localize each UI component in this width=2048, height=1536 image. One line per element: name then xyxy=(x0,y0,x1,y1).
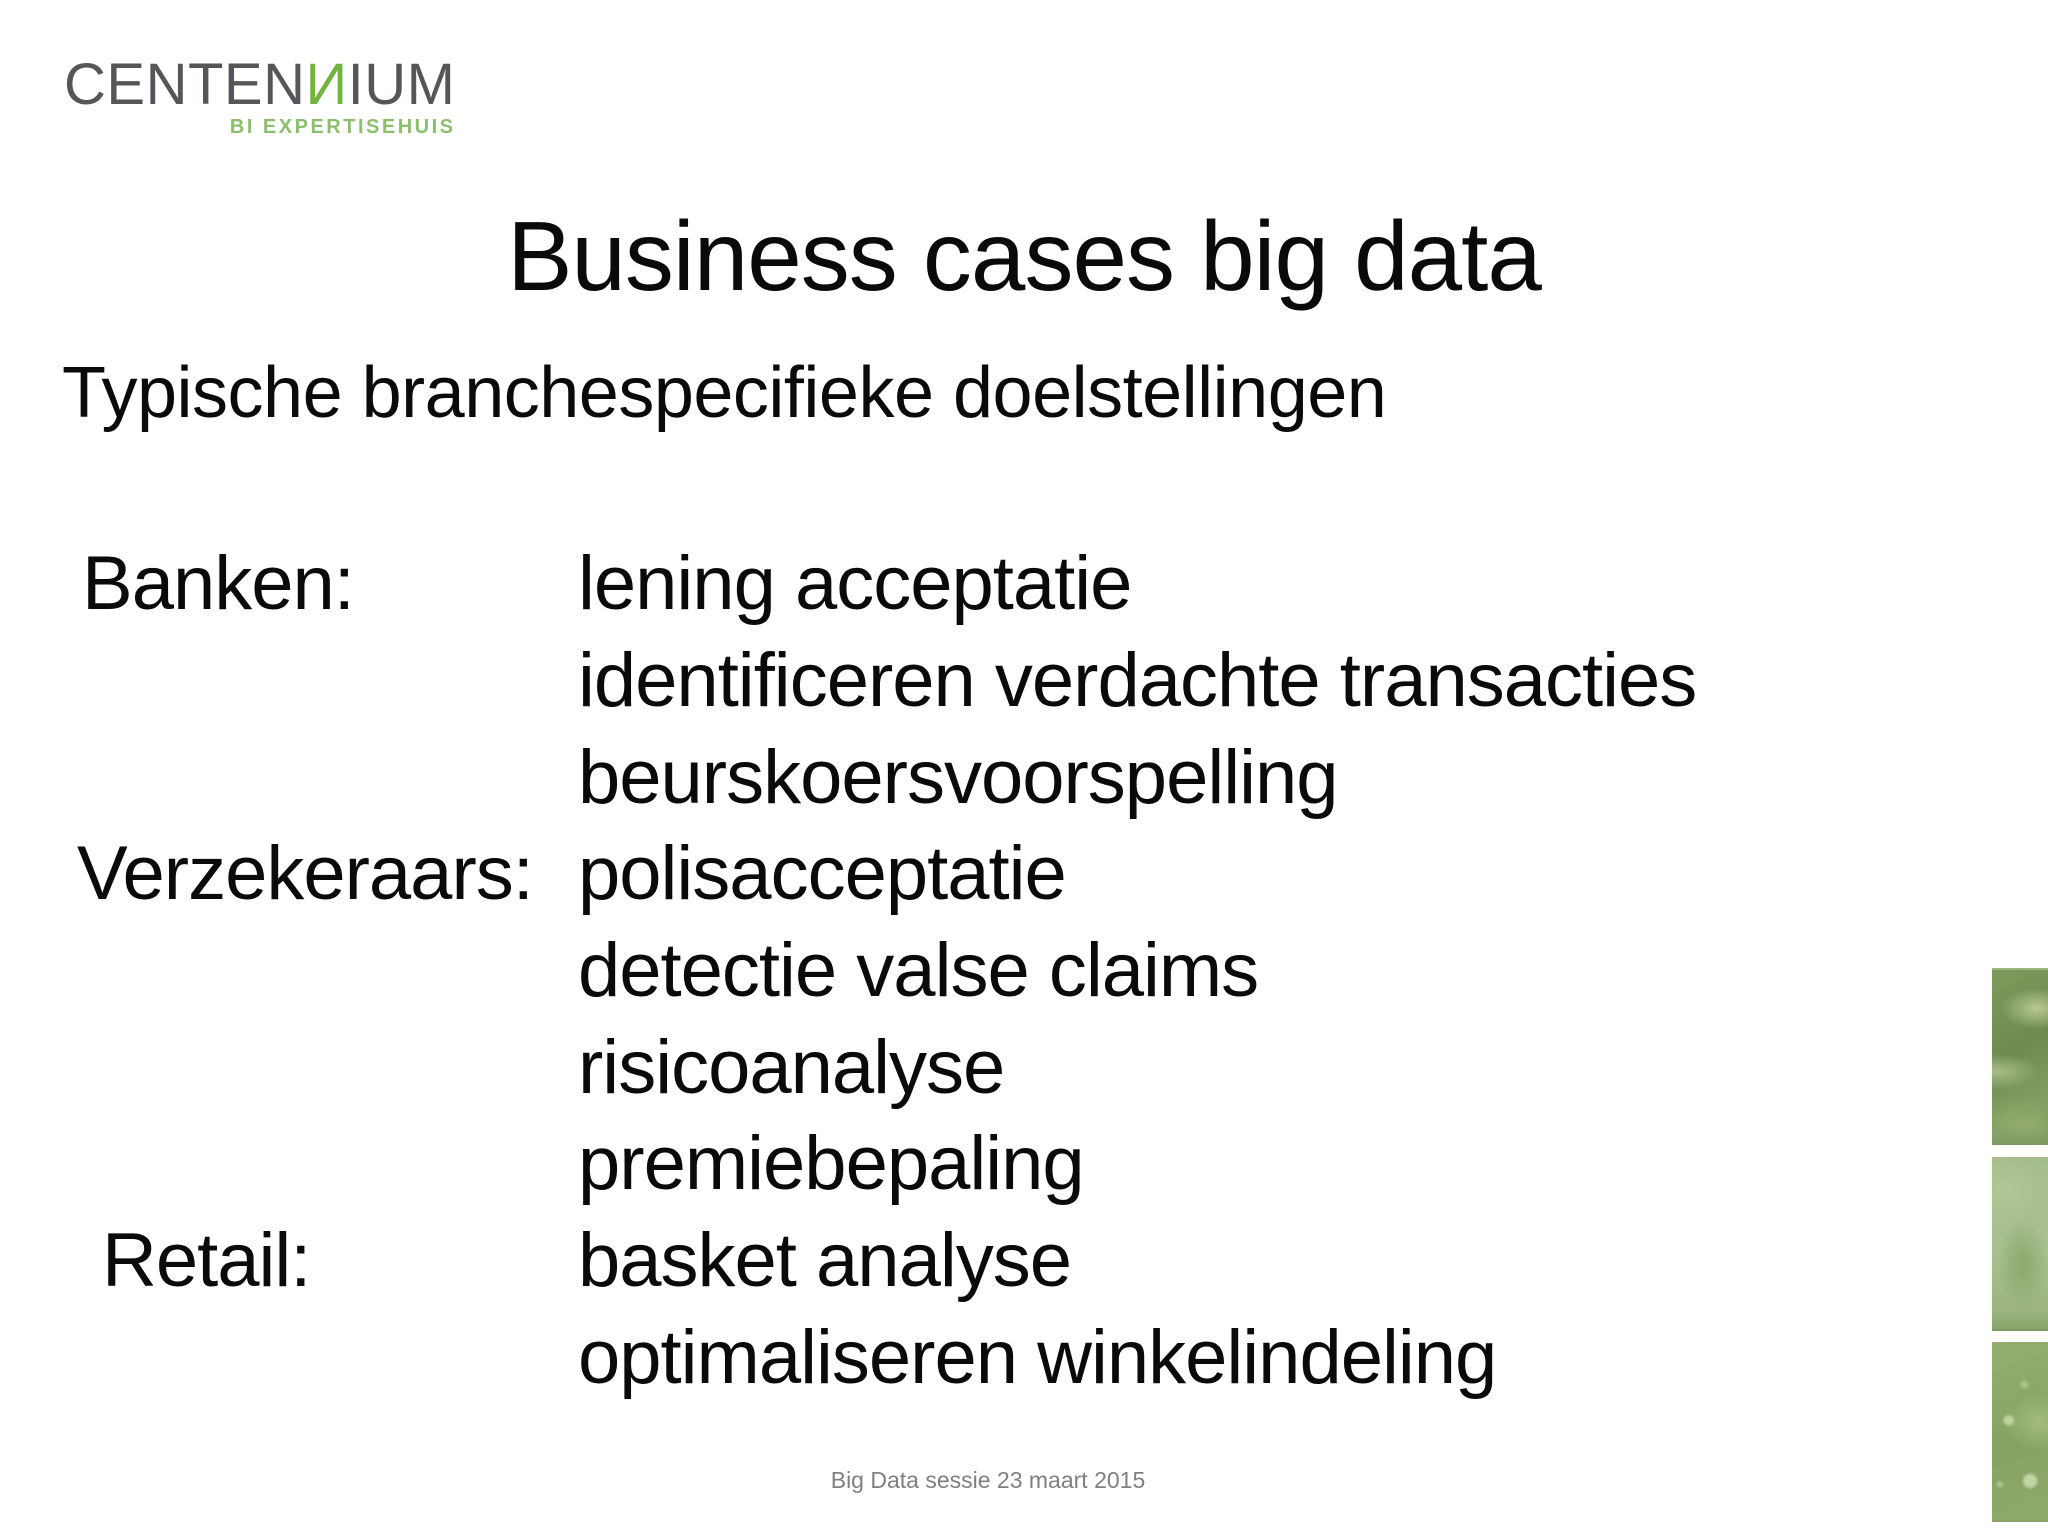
leaf-photo-strip-3 xyxy=(1992,1342,2048,1522)
list-item: basket analyse xyxy=(578,1218,1072,1303)
logo-wordmark: CENTENИIUM xyxy=(64,56,455,114)
slide-subtitle: Typische branchespecifieke doelstellinge… xyxy=(62,353,1387,433)
body-row: optimaliseren winkelindeling xyxy=(0,1320,1980,1410)
logo-text-prefix: CENTEN xyxy=(64,52,306,117)
body-row: identificeren verdachte transacties xyxy=(0,643,1980,733)
body-row: Retail: basket analyse xyxy=(0,1223,1980,1313)
leaf-photo-strip-2 xyxy=(1992,1157,2048,1331)
section-label-retail: Retail: xyxy=(102,1218,311,1303)
logo-text-suffix: IUM xyxy=(347,52,456,117)
list-item: optimaliseren winkelindeling xyxy=(578,1315,1497,1400)
list-item: risicoanalyse xyxy=(578,1025,1005,1110)
body-row: risicoanalyse xyxy=(0,1030,1980,1120)
logo-tagline: BI EXPERTISEHUIS xyxy=(229,116,456,138)
body-row: Verzekeraars: polisacceptatie xyxy=(0,836,1980,926)
body-row: beurskoersvoorspelling xyxy=(0,740,1980,830)
list-item: premiebepaling xyxy=(578,1121,1085,1206)
leaf-photo-strip-1 xyxy=(1992,968,2048,1145)
logo-accent-letter: И xyxy=(305,52,348,117)
list-item: polisacceptatie xyxy=(578,831,1067,916)
body-row: detectie valse claims xyxy=(0,933,1980,1023)
list-item: lening acceptatie xyxy=(578,541,1132,626)
body-row: Banken: lening acceptatie xyxy=(0,546,1980,636)
list-item: detectie valse claims xyxy=(578,928,1259,1013)
list-item: identificeren verdachte transacties xyxy=(578,638,1697,723)
slide-footer: Big Data sessie 23 maart 2015 xyxy=(830,1467,1146,1493)
section-label-verzekeraars: Verzekeraars: xyxy=(77,831,534,916)
list-item: beurskoersvoorspelling xyxy=(578,735,1339,820)
section-label-banken: Banken: xyxy=(82,541,355,626)
body-row: premiebepaling xyxy=(0,1126,1980,1216)
centennium-logo: CENTENИIUM BI EXPERTISEHUIS xyxy=(64,56,455,139)
slide-title: Business cases big data xyxy=(507,201,1542,311)
